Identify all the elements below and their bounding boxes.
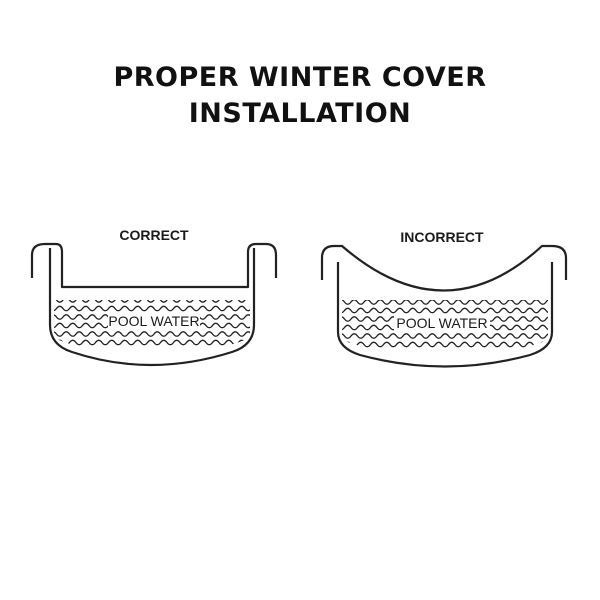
water-wave-line (54, 331, 250, 337)
incorrect-water-label: POOL WATER (396, 315, 487, 331)
incorrect-pool-wall (336, 262, 554, 368)
correct-pool-wall (48, 248, 256, 367)
incorrect-cover (320, 244, 568, 292)
page-title: PROPER WINTER COVER (113, 62, 487, 93)
incorrect-diagram: INCORRECT POOL WATER (320, 229, 568, 368)
water-wave-line (342, 341, 548, 348)
water-wave-line (342, 333, 548, 339)
correct-cover (30, 242, 278, 289)
water-wave-line (54, 300, 250, 303)
page-title-line-2: INSTALLATION (188, 98, 412, 129)
water-wave-line (54, 305, 250, 312)
water-wave-line (342, 307, 548, 314)
water-wave-line (54, 339, 250, 346)
water-wave-line (342, 300, 548, 305)
correct-water-label-bg (108, 312, 200, 330)
correct-heading: CORRECT (119, 227, 189, 243)
incorrect-heading: INCORRECT (400, 229, 484, 245)
correct-diagram: CORRECT POOL WATER (30, 227, 278, 367)
correct-water-label: POOL WATER (108, 313, 199, 329)
incorrect-water-label-bg (394, 314, 490, 332)
